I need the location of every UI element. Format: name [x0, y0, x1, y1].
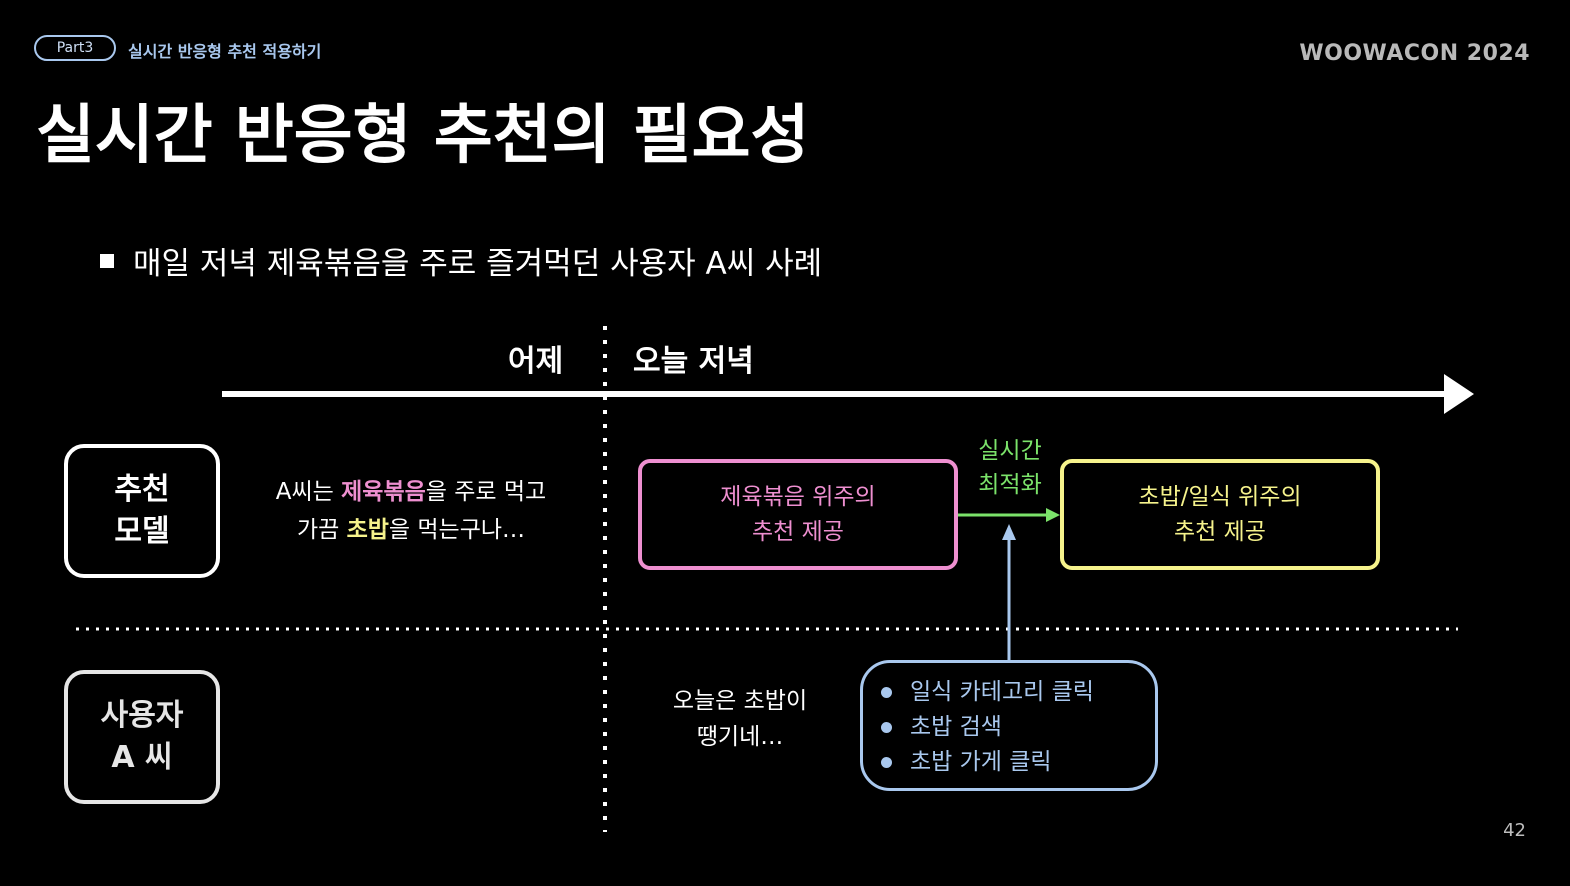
bullet-square-icon: [100, 254, 114, 268]
highlight-jeyuk: 제육볶음: [341, 479, 426, 505]
recommendation-after-box: 초밥/일식 위주의 추천 제공: [1060, 459, 1380, 570]
action-label: 일식 카테고리 클릭: [910, 679, 1094, 705]
recommendation-before-box: 제육볶음 위주의 추천 제공: [638, 459, 958, 570]
model-note-text: 을 먹는구나…: [388, 517, 526, 543]
timeline-arrow-head: [1444, 374, 1474, 414]
model-note-line1: A씨는 제육볶음을 주로 먹고: [236, 473, 586, 511]
row-model-line1: 추천: [114, 472, 170, 507]
part-badge: Part3: [34, 35, 116, 61]
row-user-line1: 사용자: [100, 698, 184, 733]
rec-before-line2: 추천 제공: [752, 518, 844, 545]
user-thought-text: 오늘은 초밥이 땡기네…: [650, 683, 830, 755]
page-title: 실시간 반응형 추천의 필요성: [36, 99, 810, 173]
feedback-arrow-head: [1002, 524, 1016, 540]
model-observation-text: A씨는 제육볶음을 주로 먹고 가끔 초밥을 먹는구나…: [236, 473, 586, 549]
timeline-label-yesterday: 어제: [508, 344, 564, 379]
action-item: 초밥 가게 클릭: [881, 745, 1155, 780]
rec-before-line1: 제육볶음 위주의: [720, 483, 876, 510]
bullet-dot-icon: [881, 687, 892, 698]
section-title: 실시간 반응형 추천 적용하기: [128, 42, 322, 61]
model-note-line2: 가끔 초밥을 먹는구나…: [236, 511, 586, 549]
bullet-text: 매일 저녁 제육볶음을 주로 즐겨먹던 사용자 A씨 사례: [133, 246, 823, 282]
row-user-line2: A 씨: [111, 740, 173, 775]
realtime-line2: 최적화: [978, 472, 1042, 498]
timeline-label-tonight: 오늘 저녁: [633, 344, 754, 379]
page-number: 42: [1503, 820, 1526, 841]
brand-logo: WOOWACON 2024: [1299, 41, 1530, 66]
model-note-text: 가끔: [296, 517, 347, 543]
bullet-dot-icon: [881, 757, 892, 768]
row-label-model: 추천 모델: [64, 444, 220, 578]
user-note-line2: 땡기네…: [696, 724, 784, 750]
rec-after-line1: 초밥/일식 위주의: [1138, 483, 1302, 510]
row-model-line2: 모델: [114, 514, 170, 549]
user-actions-box: 일식 카테고리 클릭 초밥 검색 초밥 가게 클릭: [860, 660, 1158, 791]
action-label: 초밥 검색: [910, 714, 1002, 740]
action-label: 초밥 가게 클릭: [910, 749, 1052, 775]
action-item: 초밥 검색: [881, 710, 1155, 745]
model-note-text: 을 주로 먹고: [425, 479, 547, 505]
model-note-text: A씨는: [275, 479, 342, 505]
realtime-line1: 실시간: [978, 438, 1042, 464]
realtime-optimization-label: 실시간 최적화: [965, 434, 1055, 502]
action-item: 일식 카테고리 클릭: [881, 675, 1155, 710]
bullet-dot-icon: [881, 722, 892, 733]
optimization-arrow-head: [1046, 508, 1060, 522]
row-label-user: 사용자 A 씨: [64, 670, 220, 804]
rec-after-line2: 추천 제공: [1174, 518, 1266, 545]
user-note-line1: 오늘은 초밥이: [672, 688, 808, 714]
highlight-sushi: 초밥: [346, 517, 389, 543]
